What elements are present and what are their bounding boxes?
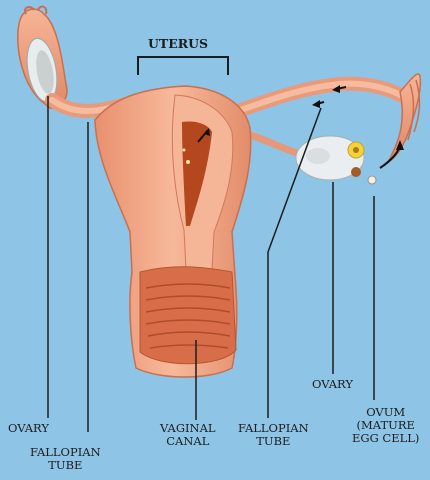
ovum-cell (368, 176, 376, 184)
label-fallopian-right-line2: TUBE (238, 435, 309, 448)
label-ovum: OVUM (MATURE EGG CELL) (352, 406, 419, 445)
label-fallopian-tube-right: FALLOPIAN TUBE (238, 422, 309, 448)
vaginal-canal (140, 267, 236, 364)
uterus-bracket (138, 57, 228, 75)
label-ovary-right-text: OVARY (312, 378, 353, 391)
label-ovum-line3: EGG CELL) (352, 432, 419, 445)
label-ovary-left: OVARY (8, 422, 49, 435)
label-fallopian-tube-left: FALLOPIAN TUBE (30, 446, 101, 472)
label-vaginal-line2: CANAL (160, 435, 216, 448)
label-ovary-left-text: OVARY (8, 422, 49, 435)
title-uterus: UTERUS (148, 37, 208, 50)
label-fallopian-left-line2: TUBE (30, 459, 101, 472)
label-ovary-right: OVARY (312, 378, 353, 391)
label-vaginal-canal: VAGINAL CANAL (160, 422, 216, 448)
